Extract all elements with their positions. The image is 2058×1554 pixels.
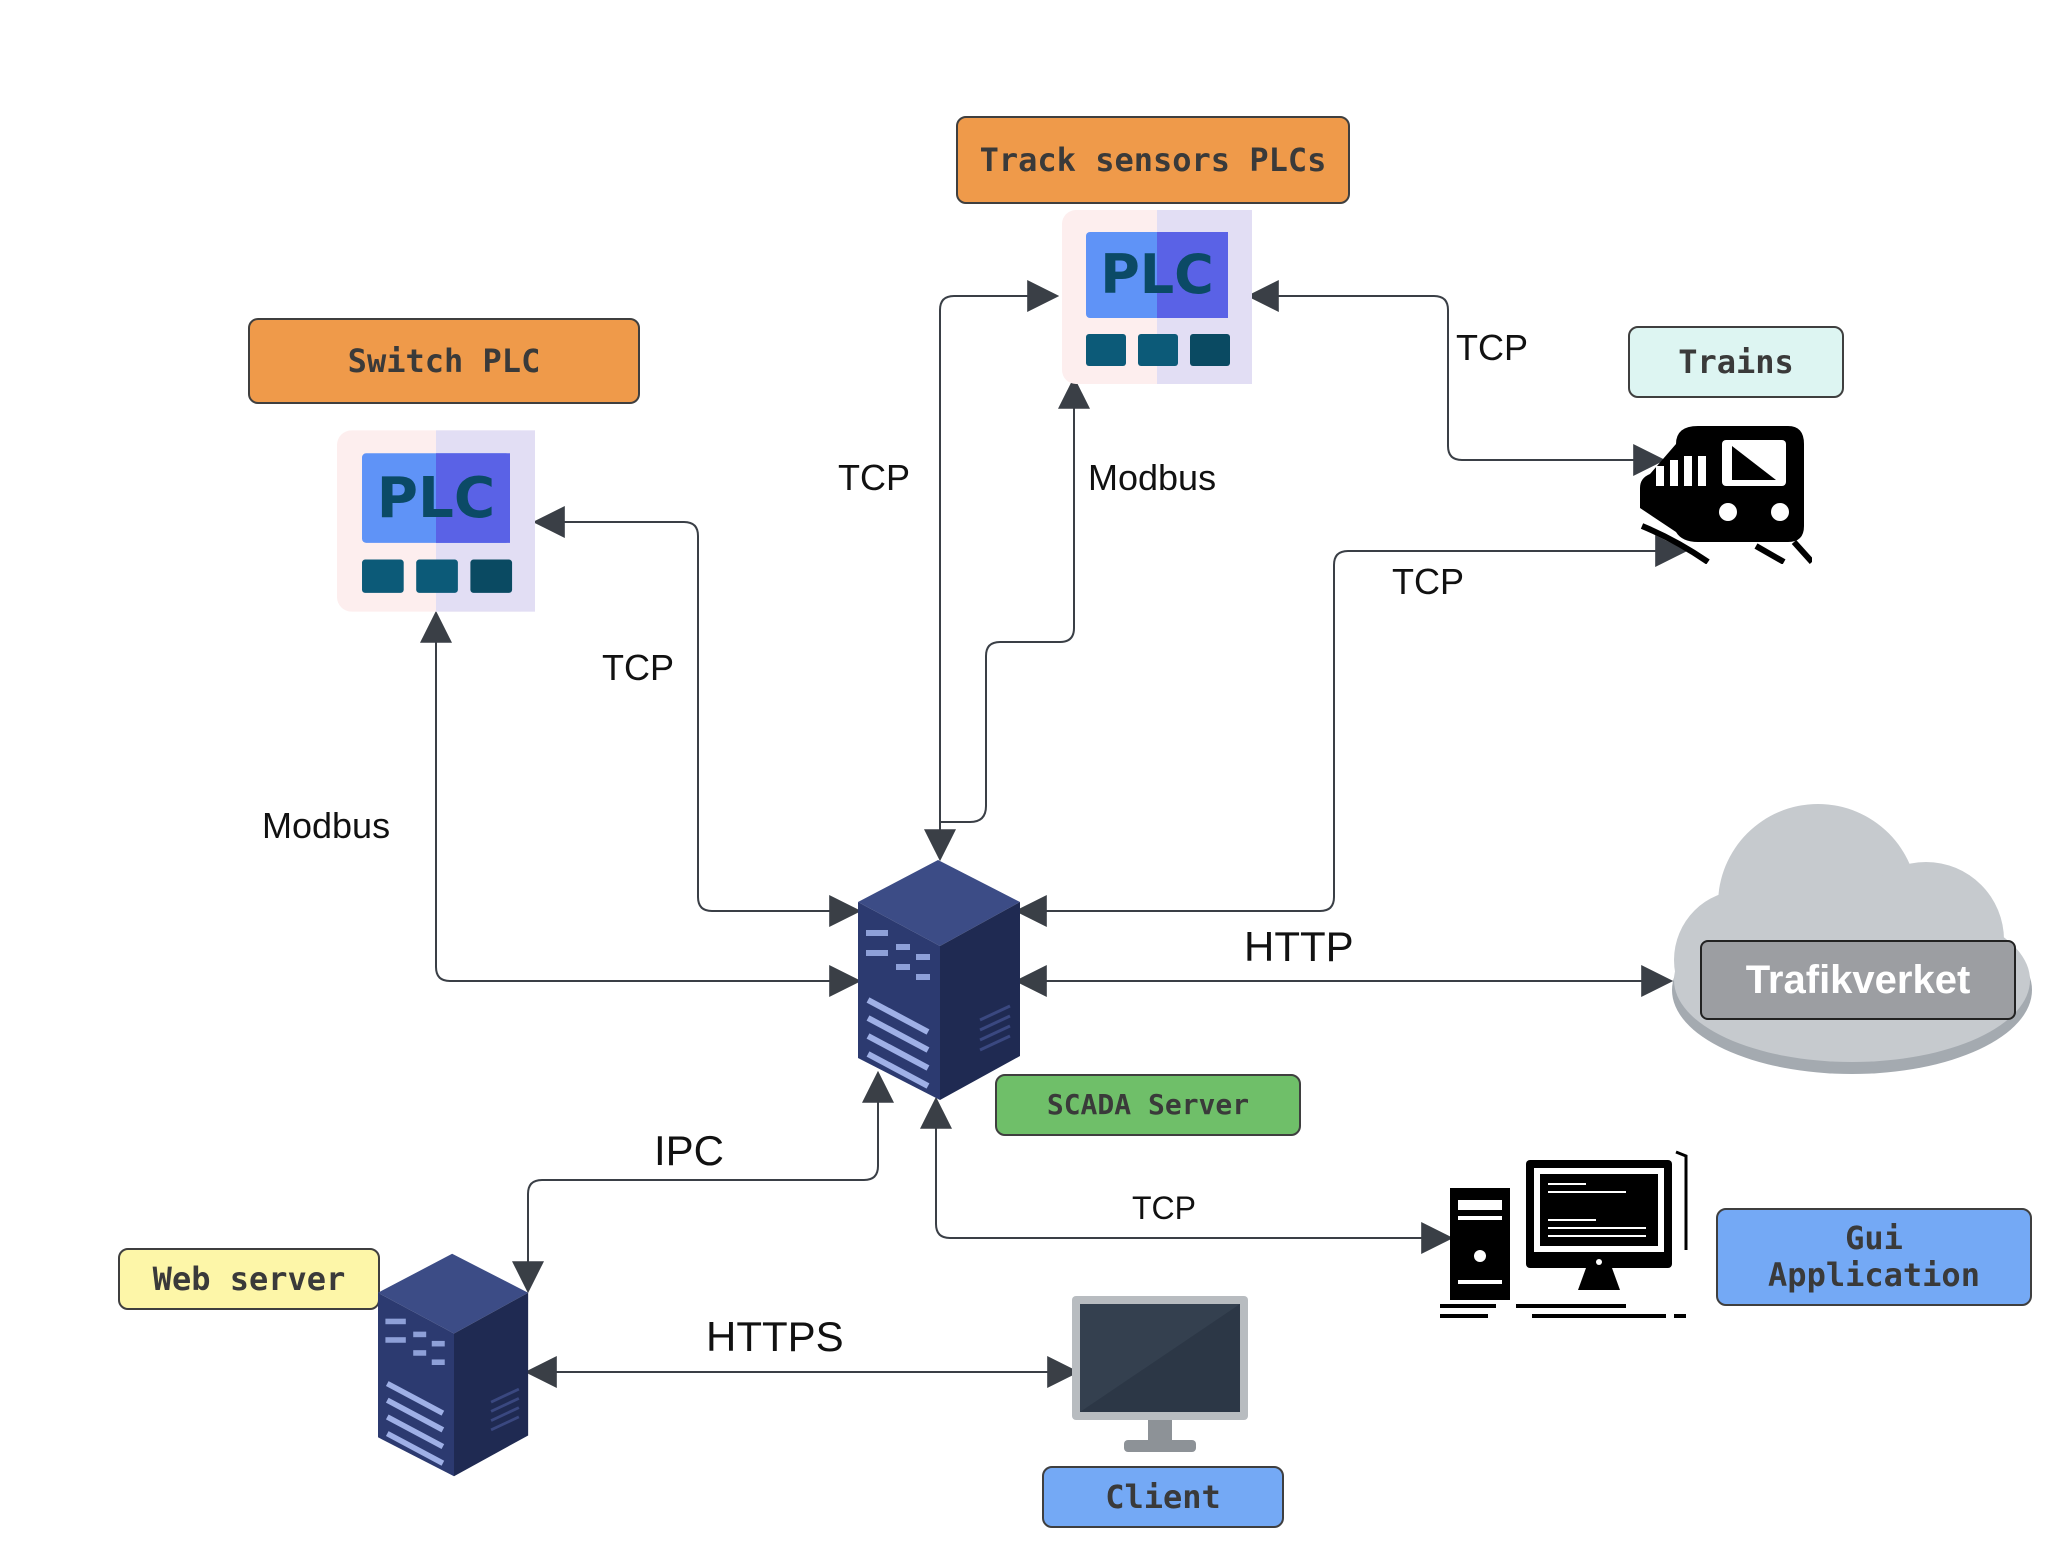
train-icon bbox=[1640, 426, 1812, 564]
gui-application-label-box: Gui Application bbox=[1716, 1208, 2032, 1306]
edge-label-scada-gui-tcp: TCP bbox=[1132, 1190, 1196, 1226]
cloud-icon bbox=[1672, 804, 2032, 1074]
edge-label-scada-trafikverket-http: HTTP bbox=[1244, 923, 1354, 970]
edge-label-track-trains-tcp: TCP bbox=[1456, 327, 1528, 368]
edge-scada-gui-tcp bbox=[920, 1096, 1454, 1254]
server-icon bbox=[378, 1253, 529, 1477]
edge-label-scada-switch-tcp: TCP bbox=[602, 647, 674, 688]
edge-label-scada-trains-tcp: TCP bbox=[1392, 561, 1464, 602]
trafikverket-label-box: Trafikverket bbox=[1700, 940, 2016, 1020]
svg-text:PLC: PLC bbox=[377, 466, 495, 531]
edge-scada-switch-tcp bbox=[532, 506, 862, 927]
server-icon bbox=[858, 860, 1020, 1100]
edge-label-scada-track-tcp: TCP bbox=[838, 457, 910, 498]
monitor-icon bbox=[1072, 1296, 1248, 1452]
edge-scada-web-ipc bbox=[512, 1070, 894, 1294]
plc-icon: PLC bbox=[337, 430, 535, 612]
edge-label-scada-track-modbus: Modbus bbox=[1088, 457, 1217, 498]
edge-label-scada-web-ipc: IPC bbox=[654, 1127, 725, 1174]
scada-server-label-box: SCADA Server bbox=[995, 1074, 1301, 1136]
edge-label-web-client-https: HTTPS bbox=[706, 1313, 844, 1360]
svg-text:PLC: PLC bbox=[1100, 243, 1214, 306]
track-plcs-label-box: Track sensors PLCs bbox=[956, 116, 1350, 204]
edge-label-scada-switch-modbus: Modbus bbox=[262, 805, 391, 846]
edge-scada-switch-modbus bbox=[420, 610, 862, 997]
trains-label-box: Trains bbox=[1628, 326, 1844, 398]
web-server-label-box: Web server bbox=[118, 1248, 380, 1310]
switch-plc-label-box: Switch PLC bbox=[248, 318, 640, 404]
client-label-box: Client bbox=[1042, 1466, 1284, 1528]
edge-track-trains-tcp bbox=[1246, 280, 1666, 476]
edge-scada-track-modbus bbox=[940, 376, 1090, 823]
plc-icon: PLC bbox=[1062, 210, 1252, 384]
desktop-computer-icon bbox=[1440, 1150, 1688, 1318]
edge-scada-track-tcp bbox=[924, 280, 1060, 862]
edge-scada-trains-tcp bbox=[1014, 535, 1688, 927]
